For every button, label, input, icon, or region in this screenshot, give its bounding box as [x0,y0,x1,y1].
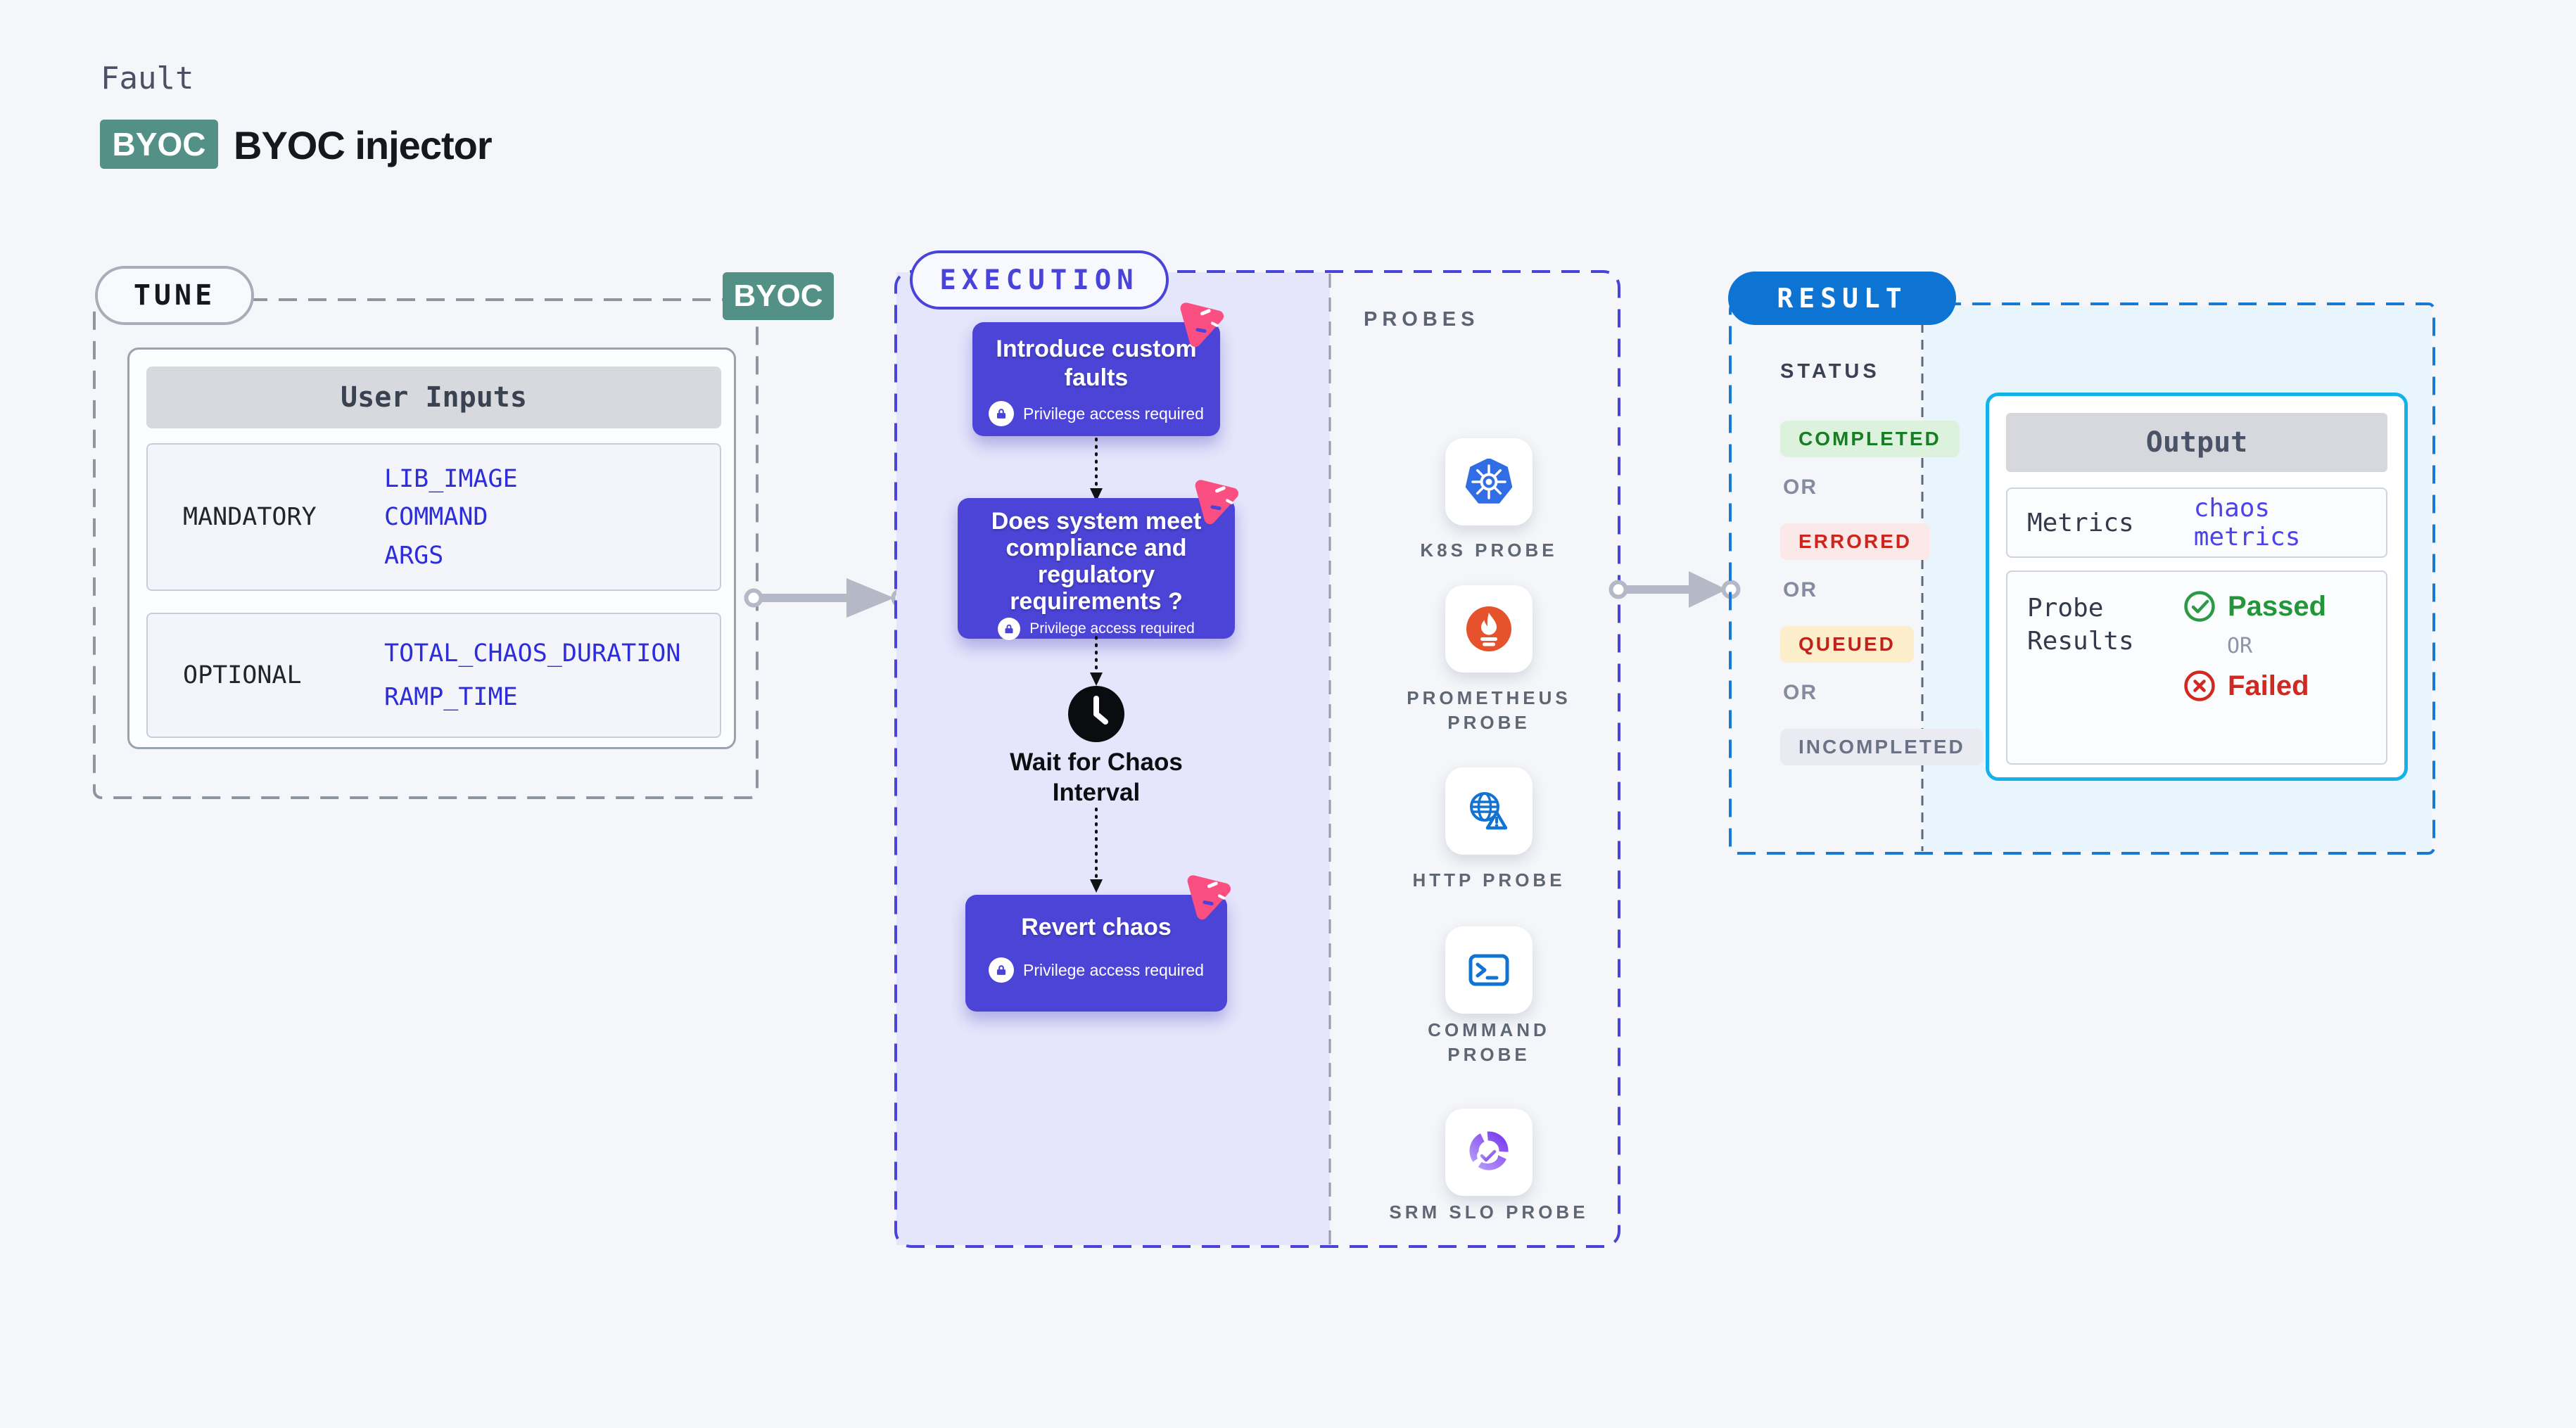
or-label: OR [1783,476,1817,499]
status-badge-incompleted: INCOMPLETED [1780,729,1984,765]
probe-label: COMMAND PROBE [1428,1019,1550,1065]
clock-icon [1068,686,1124,742]
step-title: Introduce custom faults [996,336,1197,391]
or-label: OR [2227,634,2253,658]
srm-slo-probe-card [1445,1109,1533,1196]
passed-item: Passed [2183,590,2326,623]
mandatory-values: LIB_IMAGE COMMAND ARGS [384,445,720,589]
status-badge-queued: QUEUED [1780,626,1914,663]
result-pill: RESULT [1728,272,1956,325]
tune-dashed-border [93,298,759,799]
litmus-chaos-icon [1187,875,1231,920]
optional-row: OPTIONAL TOTAL_CHAOS_DURATION RAMP_TIME [146,613,721,738]
output-header: Output [2006,413,2387,472]
passed-label: Passed [2228,590,2327,622]
status-heading: STATUS [1780,360,1880,383]
wait-for-chaos-label: Wait for Chaos Interval [1010,748,1183,806]
byoc-corner-badge: BYOC [723,272,834,320]
probe-label: PROMETHEUS PROBE [1407,687,1571,733]
env-var: RAMP_TIME [384,683,518,711]
litmus-chaos-icon [1195,480,1239,525]
probe-results-label: Probe Results [2027,594,2134,656]
optional-values: TOTAL_CHAOS_DURATION RAMP_TIME [384,614,720,737]
user-inputs-card: User Inputs MANDATORY LIB_IMAGE COMMAND … [127,348,736,749]
check-circle-icon [2184,591,2215,622]
probe-results-values: Passed OR Failed [2183,590,2326,763]
http-globe-icon [1470,792,1508,830]
prometheus-probe-card [1445,585,1533,672]
privilege-badge: Privilege access required [972,401,1220,426]
lock-icon [989,401,1015,426]
dotted-flow-arrow [1090,438,1103,502]
step-compliance-check: Does system meet compliance and regulato… [958,498,1235,640]
tune-pill: TUNE [95,266,254,325]
probes-heading: PROBES [1364,308,1480,331]
tune-to-execution-arrow [744,578,911,618]
privilege-text: Privilege access required [1023,960,1204,979]
mandatory-label: MANDATORY [183,503,317,531]
prometheus-icon [1466,606,1511,651]
failed-label: Failed [2228,670,2309,701]
failed-item: Failed [2183,670,2326,702]
result-dashed-border [1729,302,2435,855]
env-var: COMMAND [384,503,488,531]
mandatory-row: MANDATORY LIB_IMAGE COMMAND ARGS [146,443,721,591]
status-output-divider [1921,306,1924,851]
chaos-metrics-link[interactable]: chaos metrics [2193,494,2301,552]
byoc-title-badge: BYOC [100,120,218,169]
output-card: Output Metrics chaos metrics Probe Resul… [1986,393,2408,781]
probe-results-row: Probe Results Passed OR Faile [2006,570,2387,765]
terminal-icon [1468,954,1509,986]
status-badge-completed: COMPLETED [1780,421,1960,457]
step-title: Revert chaos [1021,914,1172,941]
probe-label: HTTP PROBE [1412,869,1566,891]
probe-label: SRM SLO PROBE [1389,1201,1589,1223]
execution-pill: EXECUTION [910,250,1169,310]
litmus-chaos-icon [1180,302,1224,348]
or-label: OR [1783,681,1817,704]
execution-probes-divider [1328,274,1331,1244]
step-revert-chaos: Revert chaos Privilege access required [965,895,1227,1012]
kubernetes-icon [1465,459,1513,504]
privilege-badge: Privilege access required [958,618,1235,640]
or-label: OR [1783,578,1817,601]
privilege-text: Privilege access required [1029,620,1195,637]
step-title: Does system meet compliance and regulato… [991,508,1202,615]
lock-icon [989,957,1015,983]
slo-donut-icon [1469,1131,1509,1171]
command-probe-card [1445,926,1533,1014]
privilege-text: Privilege access required [1023,404,1204,423]
probe-label: K8S PROBE [1420,540,1558,561]
user-inputs-header: User Inputs [146,366,721,428]
lock-icon [998,618,1021,640]
metrics-label: Metrics [2027,508,2134,537]
k8s-probe-card [1445,438,1533,525]
metrics-row: Metrics chaos metrics [2006,487,2387,558]
dotted-flow-arrow [1090,636,1103,686]
execution-probes-dashed-border [894,270,1620,1248]
dotted-flow-arrow [1090,808,1103,893]
page-title: BYOC injector [234,123,493,167]
step-introduce-faults: Introduce custom faults Privilege access… [972,322,1220,436]
status-badge-errored: ERRORED [1780,523,1931,560]
x-circle-icon [2184,670,2215,701]
probes-to-result-arrow [1609,571,1741,608]
optional-label: OPTIONAL [183,661,302,689]
env-var: LIB_IMAGE [384,464,518,493]
env-var: TOTAL_CHAOS_DURATION [384,639,681,668]
fault-eyebrow: Fault [101,60,194,96]
privilege-badge: Privilege access required [965,957,1227,983]
http-probe-card [1445,767,1533,855]
env-var: ARGS [384,541,444,570]
